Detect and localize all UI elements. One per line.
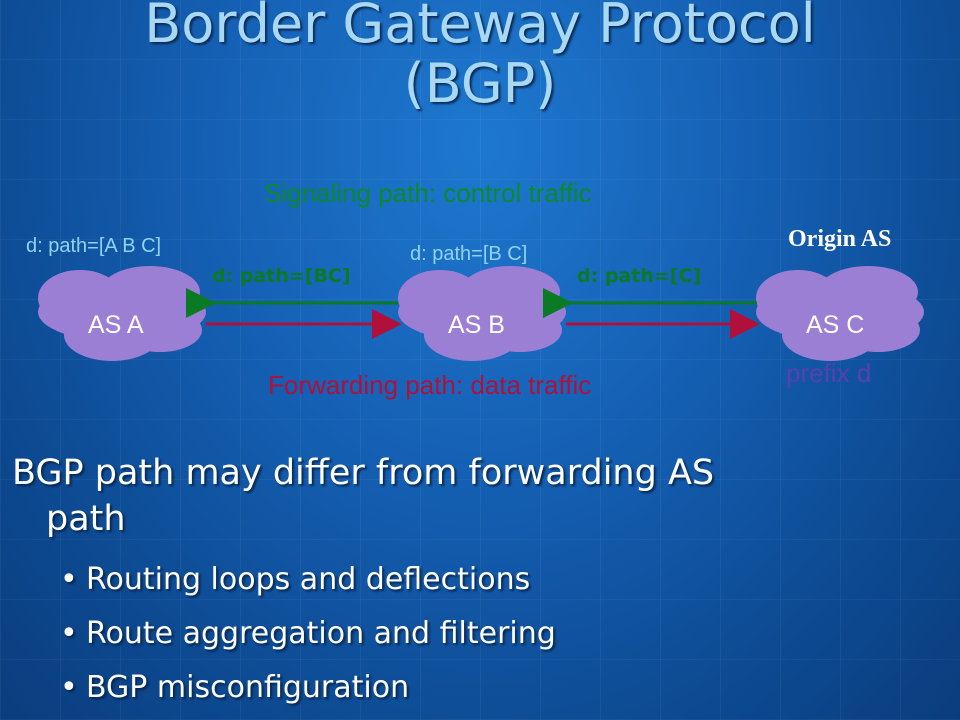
origin-as-label: Origin AS [788, 226, 892, 252]
bullet-dot-icon: • [60, 616, 78, 651]
as-a-path-label: d: path=[A B C] [26, 235, 162, 257]
main-bullet-continuation: path [46, 499, 126, 539]
sub-bullet-text: Routing loops and deflections [86, 562, 531, 597]
bullet-dot-icon: • [60, 562, 78, 597]
title-line-2: (BGP) [403, 52, 557, 115]
title-line-1: Border Gateway Protocol [144, 0, 816, 55]
as-c-label: AS C [806, 311, 865, 339]
prefix-d-label: prefix d [786, 358, 872, 388]
main-bullet: BGP path may differ from forwarding AS p… [12, 450, 942, 542]
main-bullet-text: BGP path may differ from forwarding AS [12, 453, 715, 493]
sub-bullet-1: •Routing loops and deflections [60, 562, 530, 597]
signaling-path-label: Signaling path: control traffic [264, 178, 592, 208]
advert-b-to-a-label: d: path=[BC] [212, 265, 351, 287]
slide-title: Border Gateway Protocol (BGP) [0, 0, 960, 114]
sub-bullet-2: •Route aggregation and filtering [60, 616, 556, 651]
sub-bullet-text: BGP misconfiguration [86, 670, 410, 705]
cloud-as-c [756, 266, 924, 361]
as-a-label: AS A [88, 311, 144, 339]
sub-bullet-3: •BGP misconfiguration [60, 670, 409, 705]
bullet-dot-icon: • [60, 670, 78, 705]
forwarding-path-label: Forwarding path: data traffic [268, 370, 592, 400]
as-b-label: AS B [448, 311, 505, 339]
as-b-path-label: d: path=[B C] [410, 243, 528, 265]
sub-bullet-text: Route aggregation and filtering [86, 616, 556, 651]
cloud-as-a [38, 266, 206, 361]
cloud-as-b [398, 266, 566, 361]
advert-c-to-b-label: d: path=[C] [577, 265, 702, 287]
